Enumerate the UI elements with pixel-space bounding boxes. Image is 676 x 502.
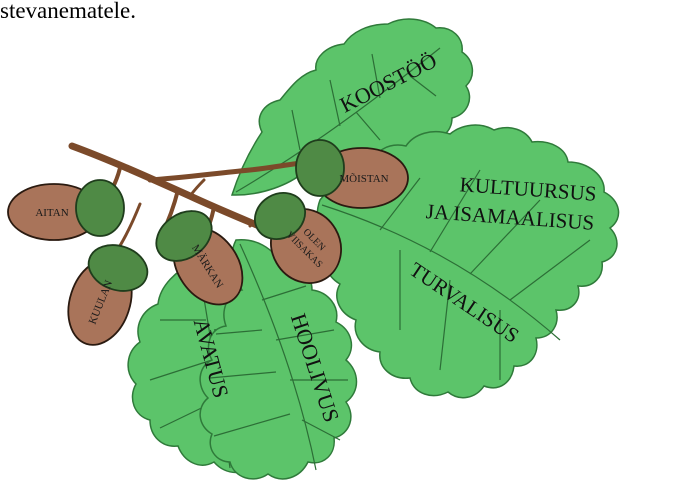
acorn-aitan: AITAN [7, 179, 125, 241]
leaf-hoolivus [199, 239, 358, 480]
caption-text: stevanematele. [0, 0, 137, 23]
acorn-kuulan: KUULAN [67, 244, 149, 346]
acorn-label-moistan: MÕISTAN [339, 173, 388, 185]
acorn-olen-viisakas: OLEN VIISAKAS [254, 192, 342, 284]
acorn-markan: MÄRKAN [155, 210, 244, 306]
acorn-moistan: MÕISTAN [295, 139, 409, 209]
acorn-label-aitan: AITAN [35, 207, 68, 219]
